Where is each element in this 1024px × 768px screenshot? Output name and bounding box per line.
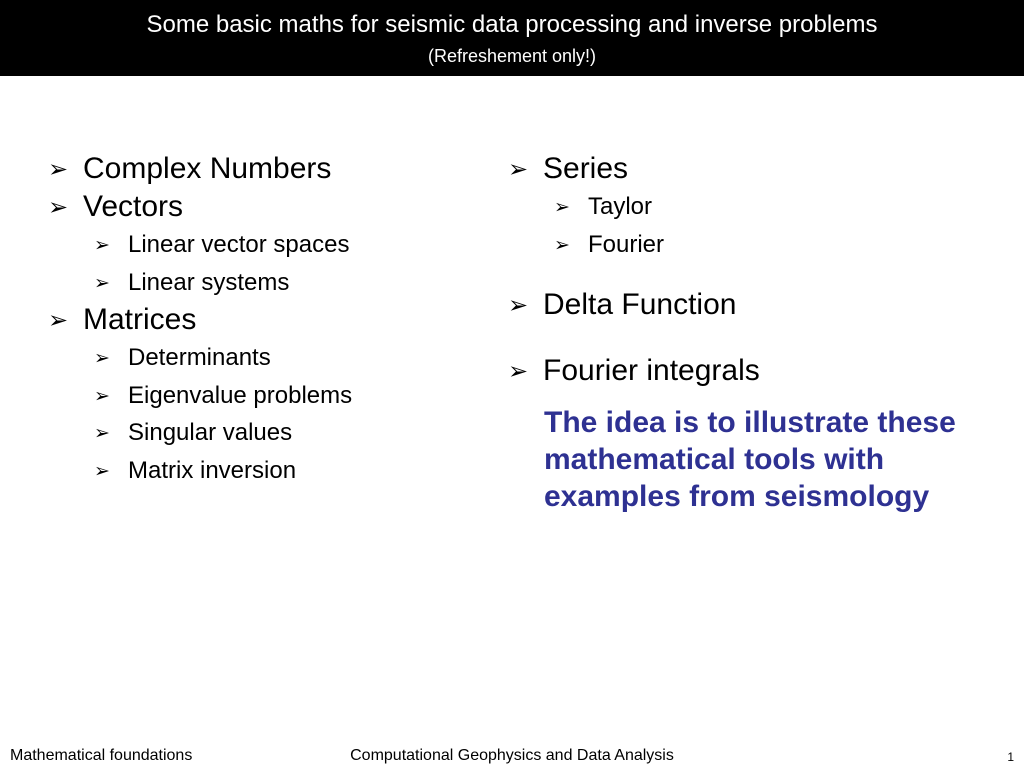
sub-list-item-label: Fourier (588, 230, 665, 258)
sub-list-item-label: Eigenvalue problems (128, 381, 353, 409)
list-item: ➢ Delta Function (508, 286, 988, 324)
sub-list-item-label: Matrix inversion (128, 456, 297, 484)
sub-list-item-label: Singular values (128, 419, 293, 446)
list-item-label: Vectors (83, 190, 184, 223)
arrow-bullet-icon: ➢ (554, 234, 570, 256)
sub-list-item: ➢ Linear vector spaces (94, 226, 478, 264)
list-item-label: Complex Numbers (83, 152, 332, 185)
sub-list-item: ➢ Taylor (554, 188, 988, 226)
arrow-bullet-icon: ➢ (94, 348, 110, 369)
page-number: 1 (1007, 750, 1014, 764)
footer-left-text: Mathematical foundations (10, 747, 193, 764)
arrow-bullet-icon: ➢ (94, 385, 110, 407)
list-item: ➢ Vectors (48, 188, 478, 226)
list-item-label: Delta Function (543, 288, 737, 321)
sub-list-item: ➢ Eigenvalue problems (94, 377, 478, 415)
spacer (508, 390, 988, 404)
list-item-label: Matrices (83, 303, 197, 336)
sub-list-item-label: Taylor (588, 193, 653, 220)
sub-list-item-label: Linear vector spaces (128, 231, 350, 258)
arrow-bullet-icon: ➢ (94, 423, 110, 444)
slide-subtitle: (Refreshement only!) (427, 46, 597, 66)
footer-center-text: Computational Geophysics and Data Analys… (350, 747, 674, 764)
highlight-note: The idea is to illustrate these mathemat… (544, 406, 956, 513)
sub-list-item: ➢ Determinants (94, 339, 478, 377)
right-column: ➢ Series ➢ Taylor ➢ Fourier ➢ Delta Func… (508, 150, 988, 515)
list-item: ➢ Complex Numbers (48, 150, 478, 188)
list-item: ➢ Matrices (48, 301, 478, 339)
spacer (508, 324, 988, 352)
arrow-bullet-icon: ➢ (48, 194, 69, 221)
arrow-bullet-icon: ➢ (94, 460, 110, 482)
arrow-bullet-icon: ➢ (94, 235, 110, 256)
sub-list-item: ➢ Fourier (554, 226, 988, 264)
sub-list-item-label: Determinants (128, 344, 271, 371)
sub-list-item: ➢ Matrix inversion (94, 452, 478, 490)
spacer (508, 263, 988, 286)
list-item: ➢ Fourier integrals (508, 352, 988, 390)
title-bar: Some basic maths for seismic data proces… (0, 0, 1024, 76)
arrow-bullet-icon: ➢ (94, 272, 110, 294)
list-item-label: Fourier integrals (543, 354, 760, 387)
sub-list-item: ➢ Singular values (94, 414, 478, 452)
sub-list-item: ➢ Linear systems (94, 264, 478, 302)
list-item-label: Series (543, 152, 629, 185)
arrow-bullet-icon: ➢ (554, 197, 570, 218)
arrow-bullet-icon: ➢ (508, 156, 529, 183)
sub-list-item-label: Linear systems (128, 268, 290, 296)
arrow-bullet-icon: ➢ (508, 358, 529, 385)
left-column: ➢ Complex Numbers ➢ Vectors ➢ Linear vec… (48, 150, 478, 489)
arrow-bullet-icon: ➢ (48, 307, 69, 334)
slide-title: Some basic maths for seismic data proces… (146, 11, 878, 38)
list-item: ➢ Series (508, 150, 988, 188)
arrow-bullet-icon: ➢ (48, 156, 69, 183)
arrow-bullet-icon: ➢ (508, 292, 529, 319)
